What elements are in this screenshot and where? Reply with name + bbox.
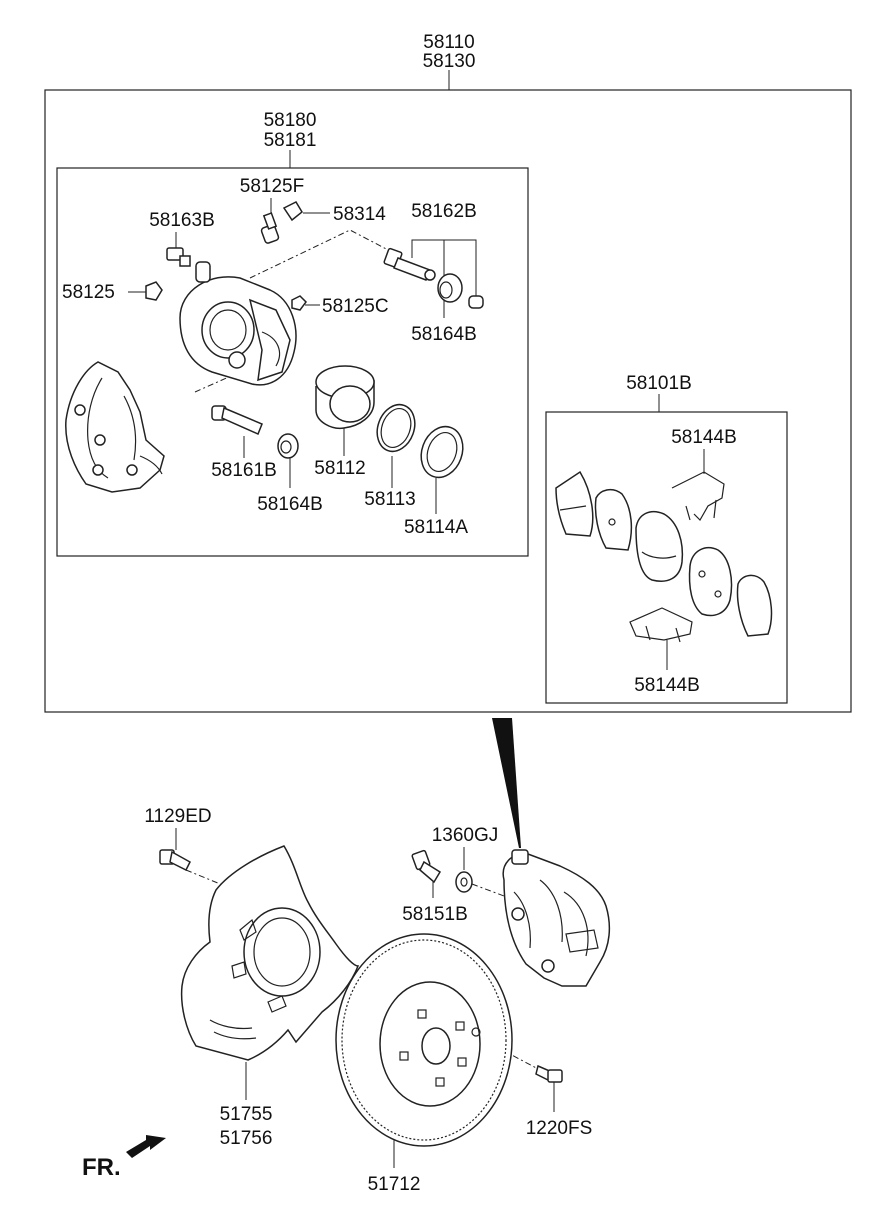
label-58164B-bottom: 58164B xyxy=(257,494,323,515)
label-51755: 51755 xyxy=(220,1104,273,1125)
label-1129ED: 1129ED xyxy=(144,806,211,827)
pad-clip-top xyxy=(671,471,725,521)
label-51712: 51712 xyxy=(368,1174,421,1195)
brake-pad-outer xyxy=(688,546,733,617)
boot-58164B-top xyxy=(437,273,463,303)
label-58314: 58314 xyxy=(333,204,386,225)
label-58130: 58130 xyxy=(423,51,476,72)
caliper-assembly xyxy=(502,849,611,987)
label-58162B: 58162B xyxy=(411,201,477,222)
pin-boot-small xyxy=(468,295,484,309)
label-direction-fr: FR. xyxy=(82,1154,121,1181)
brake-pad-inner xyxy=(635,510,684,582)
label-58112: 58112 xyxy=(314,458,365,479)
anti-squeal-shim-left xyxy=(555,470,594,537)
boot-58114A xyxy=(420,425,464,479)
screw-1220FS xyxy=(535,1064,563,1083)
pad-shim-left xyxy=(594,488,633,551)
label-58164B-top: 58164B xyxy=(411,324,477,345)
label-58125F: 58125F xyxy=(240,176,304,197)
caliper-body xyxy=(179,261,297,386)
label-58144B-top: 58144B xyxy=(671,427,737,448)
dust-shield xyxy=(180,845,360,1061)
bolt-58151B xyxy=(411,849,442,884)
cap-58314 xyxy=(282,201,303,222)
assembly-frame xyxy=(44,89,852,713)
bleeder-58125 xyxy=(145,281,163,301)
label-58125C: 58125C xyxy=(322,296,389,317)
label-51756: 51756 xyxy=(220,1128,273,1149)
label-58163B: 58163B xyxy=(149,210,215,231)
label-1360GJ: 1360GJ xyxy=(432,825,499,846)
piston-58112 xyxy=(315,365,375,430)
guide-pin-58161B xyxy=(211,405,263,436)
label-58114A: 58114A xyxy=(404,517,468,538)
label-58125: 58125 xyxy=(62,282,115,303)
screw-58125C xyxy=(291,295,307,311)
caliper-bracket xyxy=(65,361,165,493)
label-1220FS: 1220FS xyxy=(526,1118,593,1139)
pad-clip-bottom xyxy=(629,607,693,643)
label-58101B: 58101B xyxy=(626,373,692,394)
boot-58164B-bottom xyxy=(277,433,299,459)
label-58110: 58110 xyxy=(423,32,474,53)
bolt-1129ED xyxy=(159,849,191,872)
assembly-pointer-wedge xyxy=(492,718,521,848)
seal-58113 xyxy=(376,403,416,453)
pad-shim-right xyxy=(736,574,773,637)
guide-pin-58162B xyxy=(383,247,436,281)
label-58180: 58180 xyxy=(264,110,317,131)
label-58181: 58181 xyxy=(264,130,317,151)
forward-arrow-icon xyxy=(126,1135,166,1158)
bolt-58163B xyxy=(166,247,191,267)
washer-1360GJ xyxy=(455,871,473,893)
brake-disc xyxy=(335,933,513,1147)
label-58113: 58113 xyxy=(364,489,415,510)
label-58151B: 58151B xyxy=(402,904,468,925)
caliper-kit-frame xyxy=(56,167,529,557)
bleeder-screw-58125F xyxy=(260,212,280,244)
pad-kit-frame xyxy=(545,411,788,704)
label-58161B: 58161B xyxy=(211,460,277,481)
label-58144B-bottom: 58144B xyxy=(634,675,700,696)
